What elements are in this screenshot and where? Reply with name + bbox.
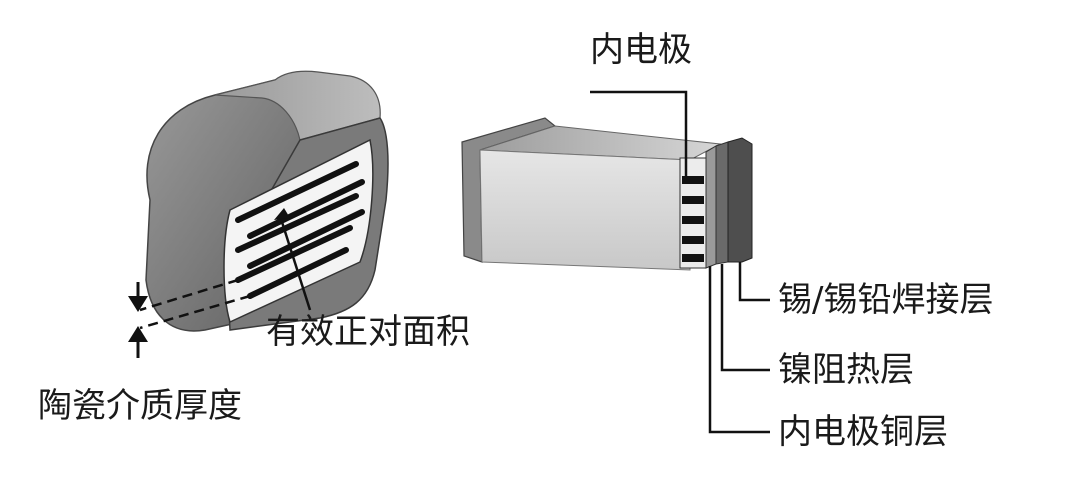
copper-leader [708, 266, 770, 434]
box-cut-face [679, 157, 707, 269]
nickel-leader [720, 264, 770, 372]
right-chip [461, 90, 770, 434]
effective-area-pointer [280, 221, 312, 311]
label-dielectric-thickness: 陶瓷介质厚度 [38, 386, 242, 426]
thickness-arrow-top-head [128, 296, 148, 312]
inner-electrode-leader [590, 90, 688, 176]
box-front-face [479, 149, 691, 271]
tin-lead-leader [738, 262, 770, 302]
label-nickel-barrier-layer: 镍阻热层 [778, 350, 914, 390]
thickness-guide-upper [139, 278, 239, 312]
box-electrodes [682, 176, 704, 262]
label-inner-copper-layer: 内电极铜层 [778, 412, 948, 452]
thickness-arrow-bottom-head [128, 326, 148, 342]
chip-cut-face [223, 138, 374, 324]
copper-layer [705, 145, 717, 269]
effective-area-pointer-head [274, 208, 290, 220]
chip-top-face [214, 70, 381, 141]
label-tin-lead-layer: 锡/锡铅焊接层 [778, 280, 994, 320]
thickness-guide-lower [139, 294, 251, 330]
tin-lead-layer [727, 137, 753, 263]
label-effective-area: 有效正对面积 [266, 312, 470, 352]
left-chip [128, 70, 389, 358]
nickel-layer [715, 141, 729, 265]
label-inner-electrode: 内电极 [590, 30, 692, 70]
